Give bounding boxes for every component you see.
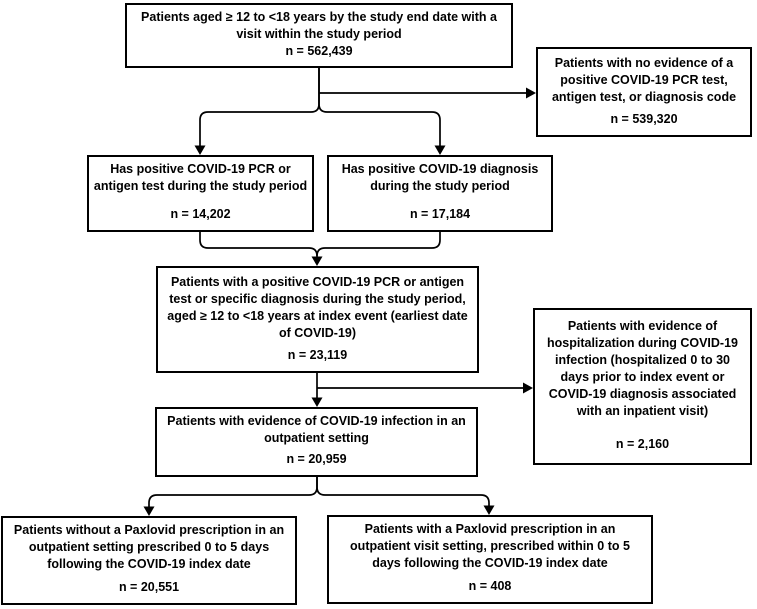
box-text: Patients with no evidence of a positive … (551, 56, 737, 104)
box-text: Patients with a Paxlovid prescription in… (350, 522, 630, 570)
arrowhead-down-no-paxlovid (143, 506, 155, 516)
flow-box-outpatient-infection: Patients with evidence of COVID-19 infec… (155, 407, 478, 477)
box-text: Has positive COVID-19 diagnosis during t… (341, 162, 539, 193)
connector-outpatient-to-no-paxlovid (148, 477, 318, 507)
box-n-value: n = 20,959 (286, 452, 347, 466)
arrowhead-down-positive (311, 256, 323, 266)
connector-outpatient-to-paxlovid (316, 477, 490, 506)
box-text: Patients with a positive COVID-19 PCR or… (167, 275, 468, 340)
flow-box-positive-diagnosis: Has positive COVID-19 diagnosis during t… (327, 155, 553, 232)
connector-eligible-to-pcr (199, 68, 320, 146)
box-text: Patients with evidence of COVID-19 infec… (167, 414, 466, 445)
flow-box-no-evidence-excluded: Patients with no evidence of a positive … (536, 47, 752, 137)
flow-box-without-paxlovid: Patients without a Paxlovid prescription… (1, 516, 297, 605)
arrowhead-down-paxlovid (483, 505, 495, 515)
flow-box-positive-pcr-antigen-test: Has positive COVID-19 PCR or antigen tes… (87, 155, 314, 232)
box-n-value: n = 562,439 (285, 44, 353, 58)
connector-eligible-to-diagnosis (318, 68, 441, 146)
flow-box-with-paxlovid: Patients with a Paxlovid prescription in… (327, 515, 653, 604)
box-n-value: n = 539,320 (610, 112, 678, 126)
flow-box-eligible-patients: Patients aged ≥ 12 to <18 years by the s… (125, 3, 513, 68)
arrowhead-down-diagnosis (434, 145, 446, 155)
box-text: Has positive COVID-19 PCR or antigen tes… (93, 162, 308, 193)
arrowhead-right-no-evidence (526, 87, 536, 99)
arrowhead-down-pcr (194, 145, 206, 155)
box-n-value: n = 14,202 (170, 207, 231, 221)
box-n-value: n = 23,119 (287, 348, 348, 362)
box-n-value: n = 17,184 (409, 207, 471, 221)
box-n-value: n = 2,160 (615, 437, 670, 451)
arrowhead-right-hospitalized (523, 382, 533, 394)
box-text: Patients aged ≥ 12 to <18 years by the s… (141, 10, 497, 41)
box-text: Patients with evidence of hospitalizatio… (547, 319, 738, 418)
box-n-value: n = 20,551 (118, 580, 180, 594)
arrowhead-down-outpatient (311, 397, 323, 407)
flow-box-positive-combined: Patients with a positive COVID-19 PCR or… (156, 266, 479, 373)
connector-pcr-to-positive (199, 232, 318, 258)
connector-diagnosis-to-positive (316, 232, 441, 257)
box-n-value: n = 408 (468, 579, 512, 593)
box-text: Patients without a Paxlovid prescription… (13, 523, 285, 571)
flow-box-hospitalized-excluded: Patients with evidence of hospitalizatio… (533, 308, 752, 465)
